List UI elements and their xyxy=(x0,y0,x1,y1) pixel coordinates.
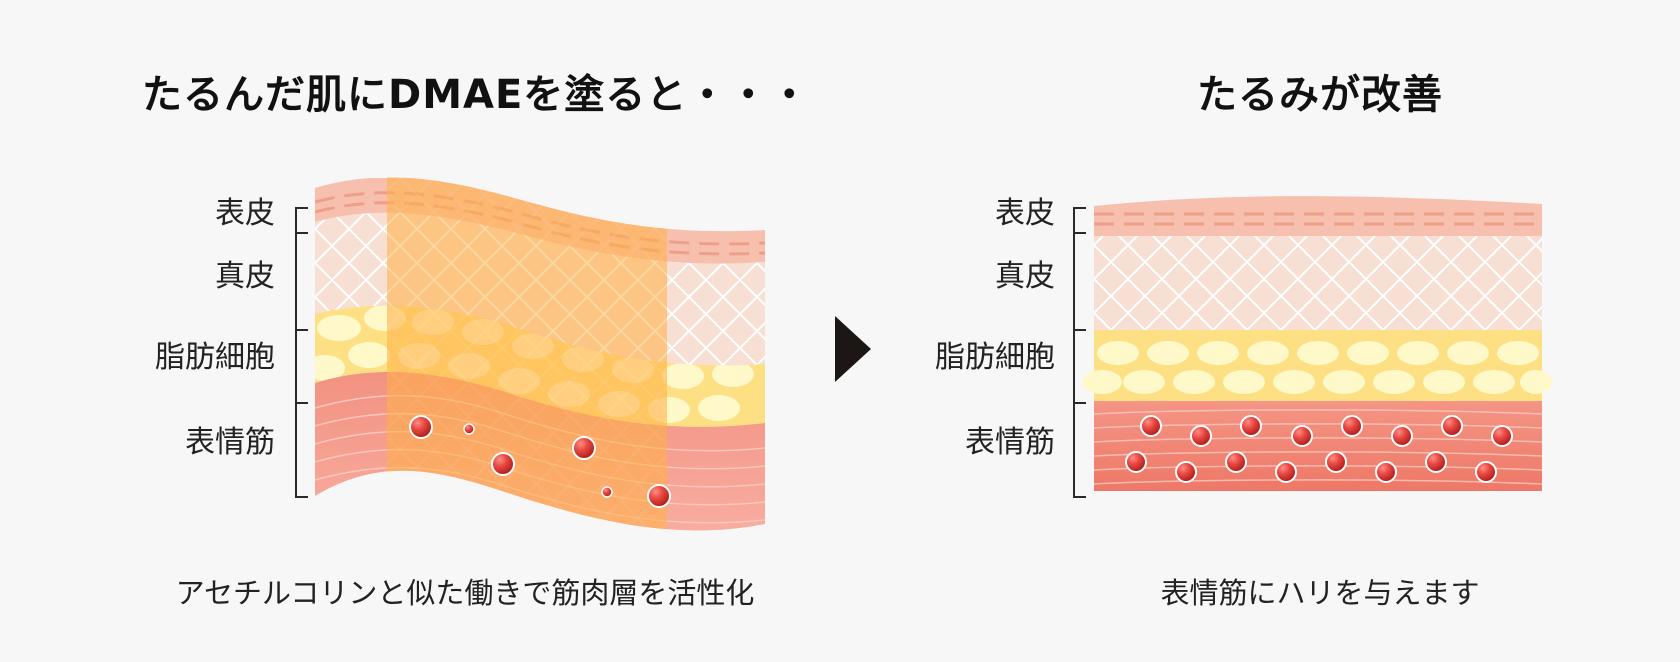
play-triangle-icon xyxy=(835,316,871,382)
right-label-facial-muscle: 表情筋 xyxy=(965,425,1055,460)
right-panel-title: たるみが改善 xyxy=(1197,72,1443,118)
left-panel-title: たるんだ肌にDMAEを塗ると・・・ xyxy=(142,72,811,118)
left-layer-bracket xyxy=(295,207,308,498)
right-panel-caption: 表情筋にハリを与えます xyxy=(1160,576,1480,610)
left-label-epidermis: 表皮 xyxy=(215,196,275,231)
improved-skin-illustration xyxy=(1082,196,1552,491)
sagging-skin-illustration xyxy=(315,177,765,531)
left-panel-caption: アセチルコリンと似た働きで筋肉層を活性化 xyxy=(175,576,755,610)
right-label-epidermis: 表皮 xyxy=(995,196,1055,231)
right-label-fat-cells: 脂肪細胞 xyxy=(935,340,1055,375)
left-label-dermis: 真皮 xyxy=(215,259,275,294)
right-layer-bracket xyxy=(1073,207,1086,498)
left-label-facial-muscle: 表情筋 xyxy=(185,425,275,460)
right-label-dermis: 真皮 xyxy=(995,259,1055,294)
left-label-fat-cells: 脂肪細胞 xyxy=(155,340,275,375)
